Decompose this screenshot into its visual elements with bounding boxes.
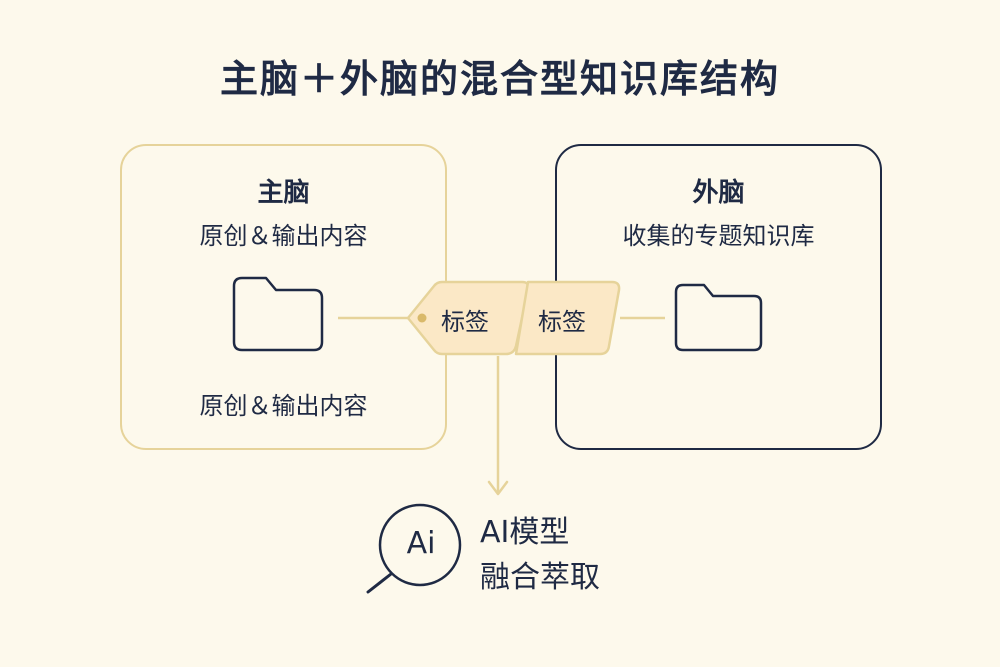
- folder-icon: [674, 283, 763, 352]
- left-tag-label: 标签: [441, 308, 489, 336]
- external-brain-subtitle: 收集的专题知识库: [622, 222, 815, 250]
- arrow-down-icon: [487, 356, 509, 496]
- main-brain-subtitle: 原创＆输出内容: [199, 222, 368, 250]
- main-brain-bottom-text: 原创＆输出内容: [199, 392, 368, 420]
- folder-icon: [232, 276, 324, 352]
- main-brain-title: 主脑: [257, 178, 310, 208]
- ai-icon-text: Ai: [406, 526, 436, 561]
- ai-model-label: AI模型: [480, 515, 570, 550]
- ai-fusion-label: 融合萃取: [480, 560, 600, 595]
- external-brain-title: 外脑: [692, 178, 745, 208]
- magnifier-icon: [366, 503, 462, 594]
- tag-icon: [514, 280, 621, 356]
- page-title: 主脑＋外脑的混合型知识库结构: [219, 57, 780, 101]
- main-brain-box: 主脑 原创＆输出内容 原创＆输出内容: [120, 144, 447, 450]
- right-tag-label: 标签: [538, 308, 586, 336]
